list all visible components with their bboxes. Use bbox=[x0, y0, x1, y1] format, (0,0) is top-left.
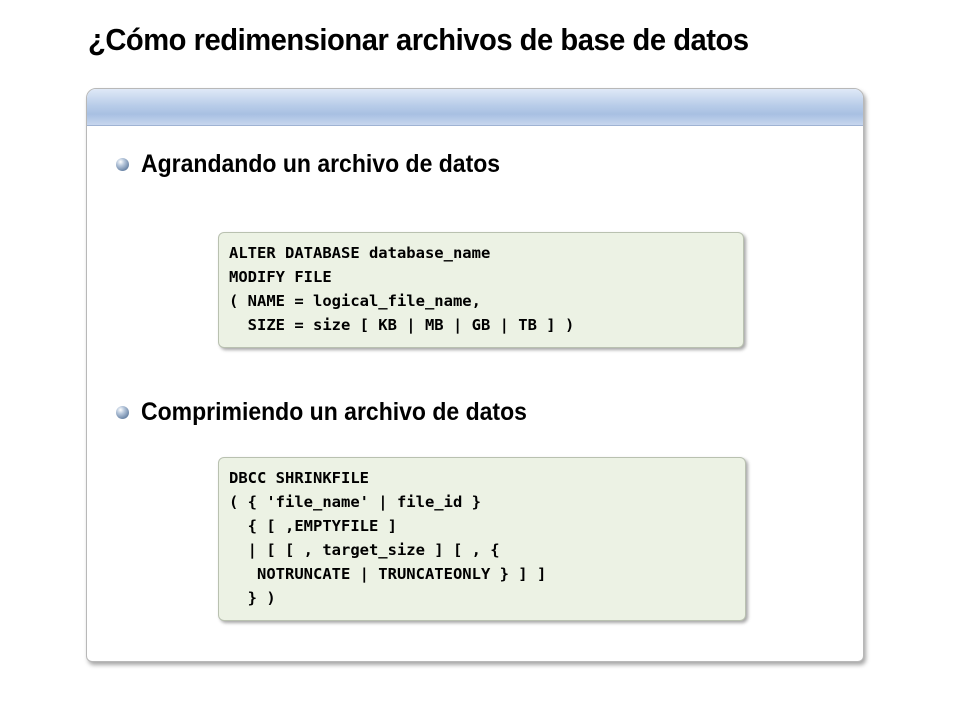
section-heading: Comprimiendo un archivo de datos bbox=[141, 398, 527, 426]
code-line: | [ [ , target_size ] [ , { bbox=[229, 541, 500, 559]
slide-title: ¿Cómo redimensionar archivos de base de … bbox=[88, 22, 749, 57]
panel-header-band bbox=[87, 89, 863, 126]
section-heading: Agrandando un archivo de datos bbox=[141, 150, 501, 178]
code-line: } ) bbox=[229, 589, 276, 607]
code-block-dbcc-shrinkfile: DBCC SHRINKFILE ( { 'file_name' | file_i… bbox=[218, 457, 746, 621]
code-line: NOTRUNCATE | TRUNCATEONLY } ] ] bbox=[229, 565, 547, 583]
code-line: { [ ,EMPTYFILE ] bbox=[229, 517, 397, 535]
code-line: ( NAME = logical_file_name, bbox=[229, 292, 481, 310]
sphere-bullet-icon bbox=[116, 158, 129, 171]
sphere-bullet-icon bbox=[116, 406, 129, 419]
code-line: ALTER DATABASE database_name bbox=[229, 244, 491, 262]
code-line: DBCC SHRINKFILE bbox=[229, 469, 369, 487]
code-line: SIZE = size [ KB | MB | GB | TB ] ) bbox=[229, 316, 575, 334]
bullet-comprimiendo: Comprimiendo un archivo de datos bbox=[116, 398, 561, 427]
code-line: MODIFY FILE bbox=[229, 268, 332, 286]
code-block-alter-database: ALTER DATABASE database_name MODIFY FILE… bbox=[218, 232, 744, 348]
code-line: ( { 'file_name' | file_id } bbox=[229, 493, 481, 511]
bullet-agrandando: Agrandando un archivo de datos bbox=[116, 150, 531, 179]
